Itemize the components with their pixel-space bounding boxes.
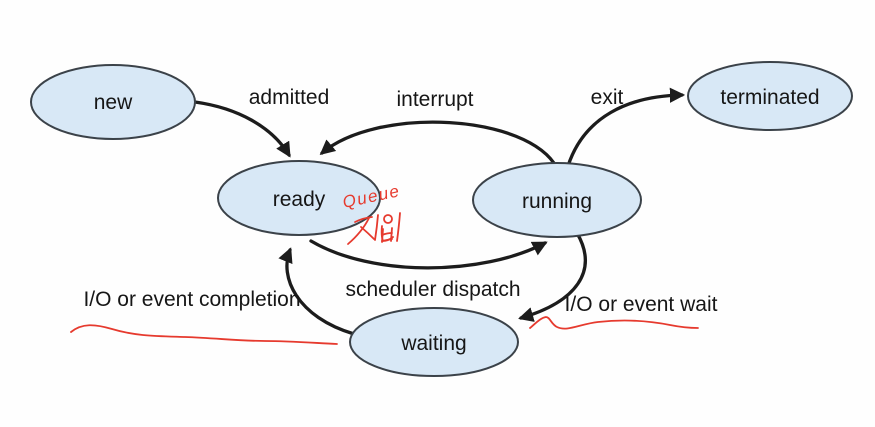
- transition-label-io-completion: I/O or event completion: [83, 288, 300, 311]
- transition-arrow-exit: [566, 87, 686, 168]
- state-ellipse-waiting: [349, 307, 519, 377]
- handwritten-annotation-korean: [347, 212, 401, 245]
- transition-label-scheduler-dispatch: scheduler dispatch: [345, 278, 520, 301]
- transition-label-exit: exit: [591, 86, 624, 109]
- state-ellipse-ready: [217, 160, 381, 236]
- state-label-ready: ready: [273, 188, 326, 211]
- state-label-terminated: terminated: [720, 86, 819, 109]
- state-label-waiting: waiting: [400, 332, 466, 355]
- red-underline-io-wait: [529, 316, 699, 330]
- state-label-new: new: [94, 91, 133, 114]
- transition-label-admitted: admitted: [249, 86, 330, 109]
- transition-arrow-io-completion: [278, 247, 356, 336]
- transition-arrow-scheduler-dispatch: [309, 239, 548, 270]
- transition-label-io-wait: I/O or event wait: [565, 293, 718, 316]
- transition-arrow-io-wait: [518, 231, 587, 322]
- state-ellipse-new: [30, 64, 196, 140]
- red-underline-io-completion: [70, 324, 338, 345]
- state-ellipse-running: [472, 162, 642, 238]
- transition-arrow-admitted: [193, 100, 291, 158]
- state-label-running: running: [522, 190, 592, 213]
- transition-arrow-interrupt: [319, 120, 559, 170]
- transition-label-interrupt: interrupt: [396, 88, 473, 111]
- state-ellipse-terminated: [687, 61, 853, 131]
